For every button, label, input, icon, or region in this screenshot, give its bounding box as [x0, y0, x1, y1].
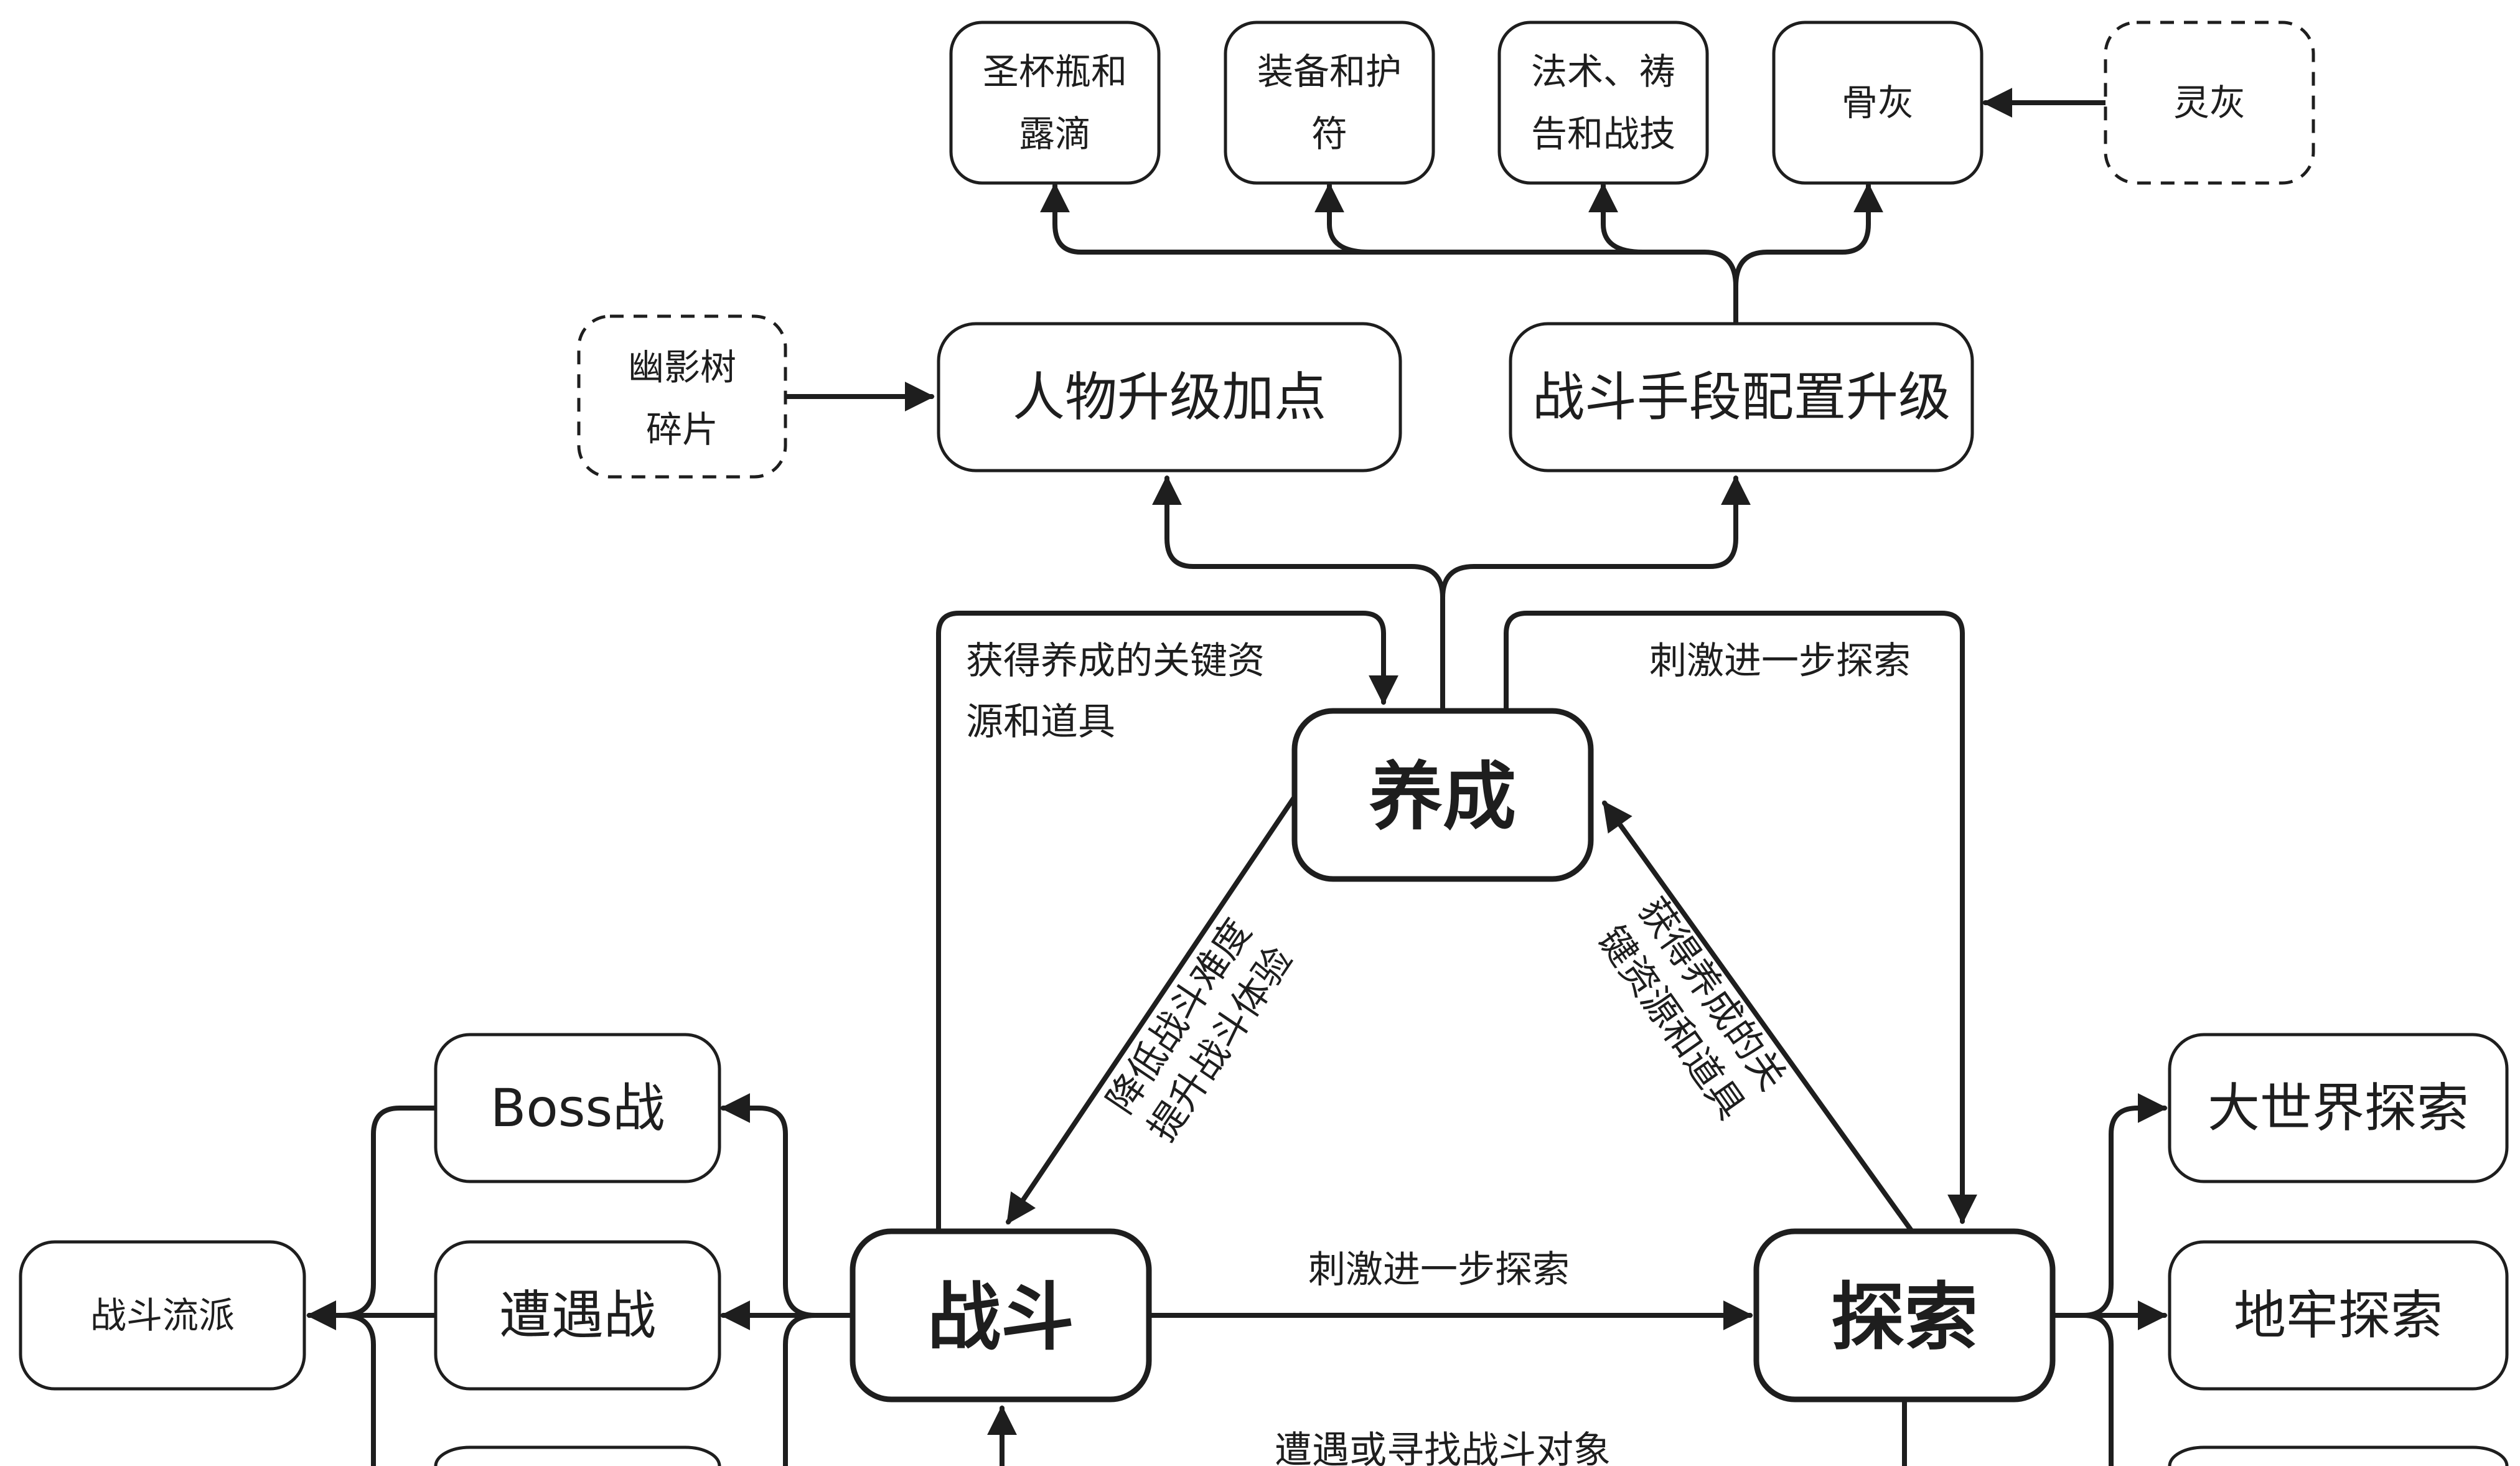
label-combat-to-cultivation: 源和道具 [966, 700, 1115, 744]
label-explore-to-combat: 遭遇或寻找战斗对象 [1275, 1429, 1611, 1466]
node-shadow-tree: 幽影树 碎片 [577, 314, 787, 479]
node-dungeon: 地牢探索 [2168, 1240, 2509, 1391]
node-combat-upgrade-label: 战斗手段配置升级 [1532, 367, 1951, 428]
edge-upgrade-grail [1040, 182, 1738, 289]
node-ashes: 骨灰 [1772, 21, 1984, 185]
edge-boss-builds [306, 1106, 438, 1330]
edge-cultivation-up [1440, 475, 1751, 713]
node-shadow-tree-line2: 碎片 [646, 408, 718, 451]
edges [306, 88, 2168, 1466]
node-spells-line1: 法术、祷 [1531, 50, 1675, 93]
node-open-world-label: 大世界探索 [2208, 1078, 2469, 1139]
node-boss-label: Boss战 [490, 1078, 665, 1139]
node-encounter-label: 遭遇战 [499, 1285, 656, 1346]
label-combat-to-cultivation: 获得养成的关键资 [966, 639, 1265, 683]
node-encounter: 遭遇战 [434, 1240, 721, 1391]
node-spirit-ash-label: 灵灰 [2173, 82, 2246, 124]
label-combat-to-explore: 刺激进一步探索 [1308, 1248, 1570, 1292]
node-shadow-tree-line1: 幽影树 [628, 346, 736, 388]
edge-upgrade-spells [1588, 182, 1646, 255]
node-partial-right [2168, 1445, 2509, 1466]
node-gear-line2: 符 [1311, 113, 1347, 155]
node-explore: 探索 [1753, 1228, 2056, 1403]
node-cultivation: 养成 [1291, 708, 1594, 882]
node-dungeon-label: 地牢探索 [2234, 1285, 2443, 1346]
edge-combat-down [783, 1313, 818, 1466]
node-spells-line2: 告和战技 [1531, 113, 1675, 155]
edge-explore-openworld [2049, 1093, 2168, 1318]
edge-builds-down [340, 1313, 376, 1466]
node-cultivation-label: 养成 [1369, 754, 1516, 840]
edge-explore-down [2081, 1313, 2114, 1466]
node-builds: 战斗流派 [19, 1240, 306, 1391]
node-gear: 装备和护 符 [1224, 21, 1435, 185]
node-spells: 法术、祷 告和战技 [1497, 21, 1709, 185]
node-grail: 圣杯瓶和 露滴 [949, 21, 1161, 185]
edge-cultivation-explore [1504, 611, 1977, 1224]
label-cultivation-to-explore: 刺激进一步探索 [1649, 639, 1911, 683]
node-boss: Boss战 [434, 1033, 721, 1183]
edge-cultivation-combat [1006, 794, 1297, 1224]
node-combat-label: 战斗 [927, 1274, 1074, 1360]
node-builds-label: 战斗流派 [90, 1294, 235, 1337]
nodes: 圣杯瓶和 露滴 装备和护 符 法术、祷 告和战技 骨灰 灵灰 幽影树 碎片 [19, 21, 2509, 1466]
node-grail-line1: 圣杯瓶和 [983, 50, 1127, 93]
node-char-level-label: 人物升级加点 [1013, 367, 1326, 428]
edge-upgrade-trunk [1733, 182, 1883, 326]
edge-upgrade-gear [1314, 182, 1372, 255]
node-char-level: 人物升级加点 [937, 322, 1402, 472]
edge-explore-cultivation [1602, 801, 1914, 1234]
node-gear-line1: 装备和护 [1257, 50, 1402, 93]
node-partial-left [434, 1445, 721, 1466]
node-combat-upgrade: 战斗手段配置升级 [1509, 322, 1974, 472]
edge-combat-cultivation [936, 611, 1398, 1234]
edge-combat-boss [720, 1093, 855, 1318]
node-combat: 战斗 [850, 1228, 1152, 1403]
node-open-world: 大世界探索 [2168, 1033, 2509, 1183]
node-grail-line2: 露滴 [1019, 113, 1091, 155]
node-explore-label: 探索 [1831, 1274, 1978, 1360]
node-ashes-label: 骨灰 [1842, 82, 1914, 124]
node-spirit-ash: 灵灰 [2104, 21, 2315, 185]
edge-cultivation-left [1152, 475, 1445, 600]
